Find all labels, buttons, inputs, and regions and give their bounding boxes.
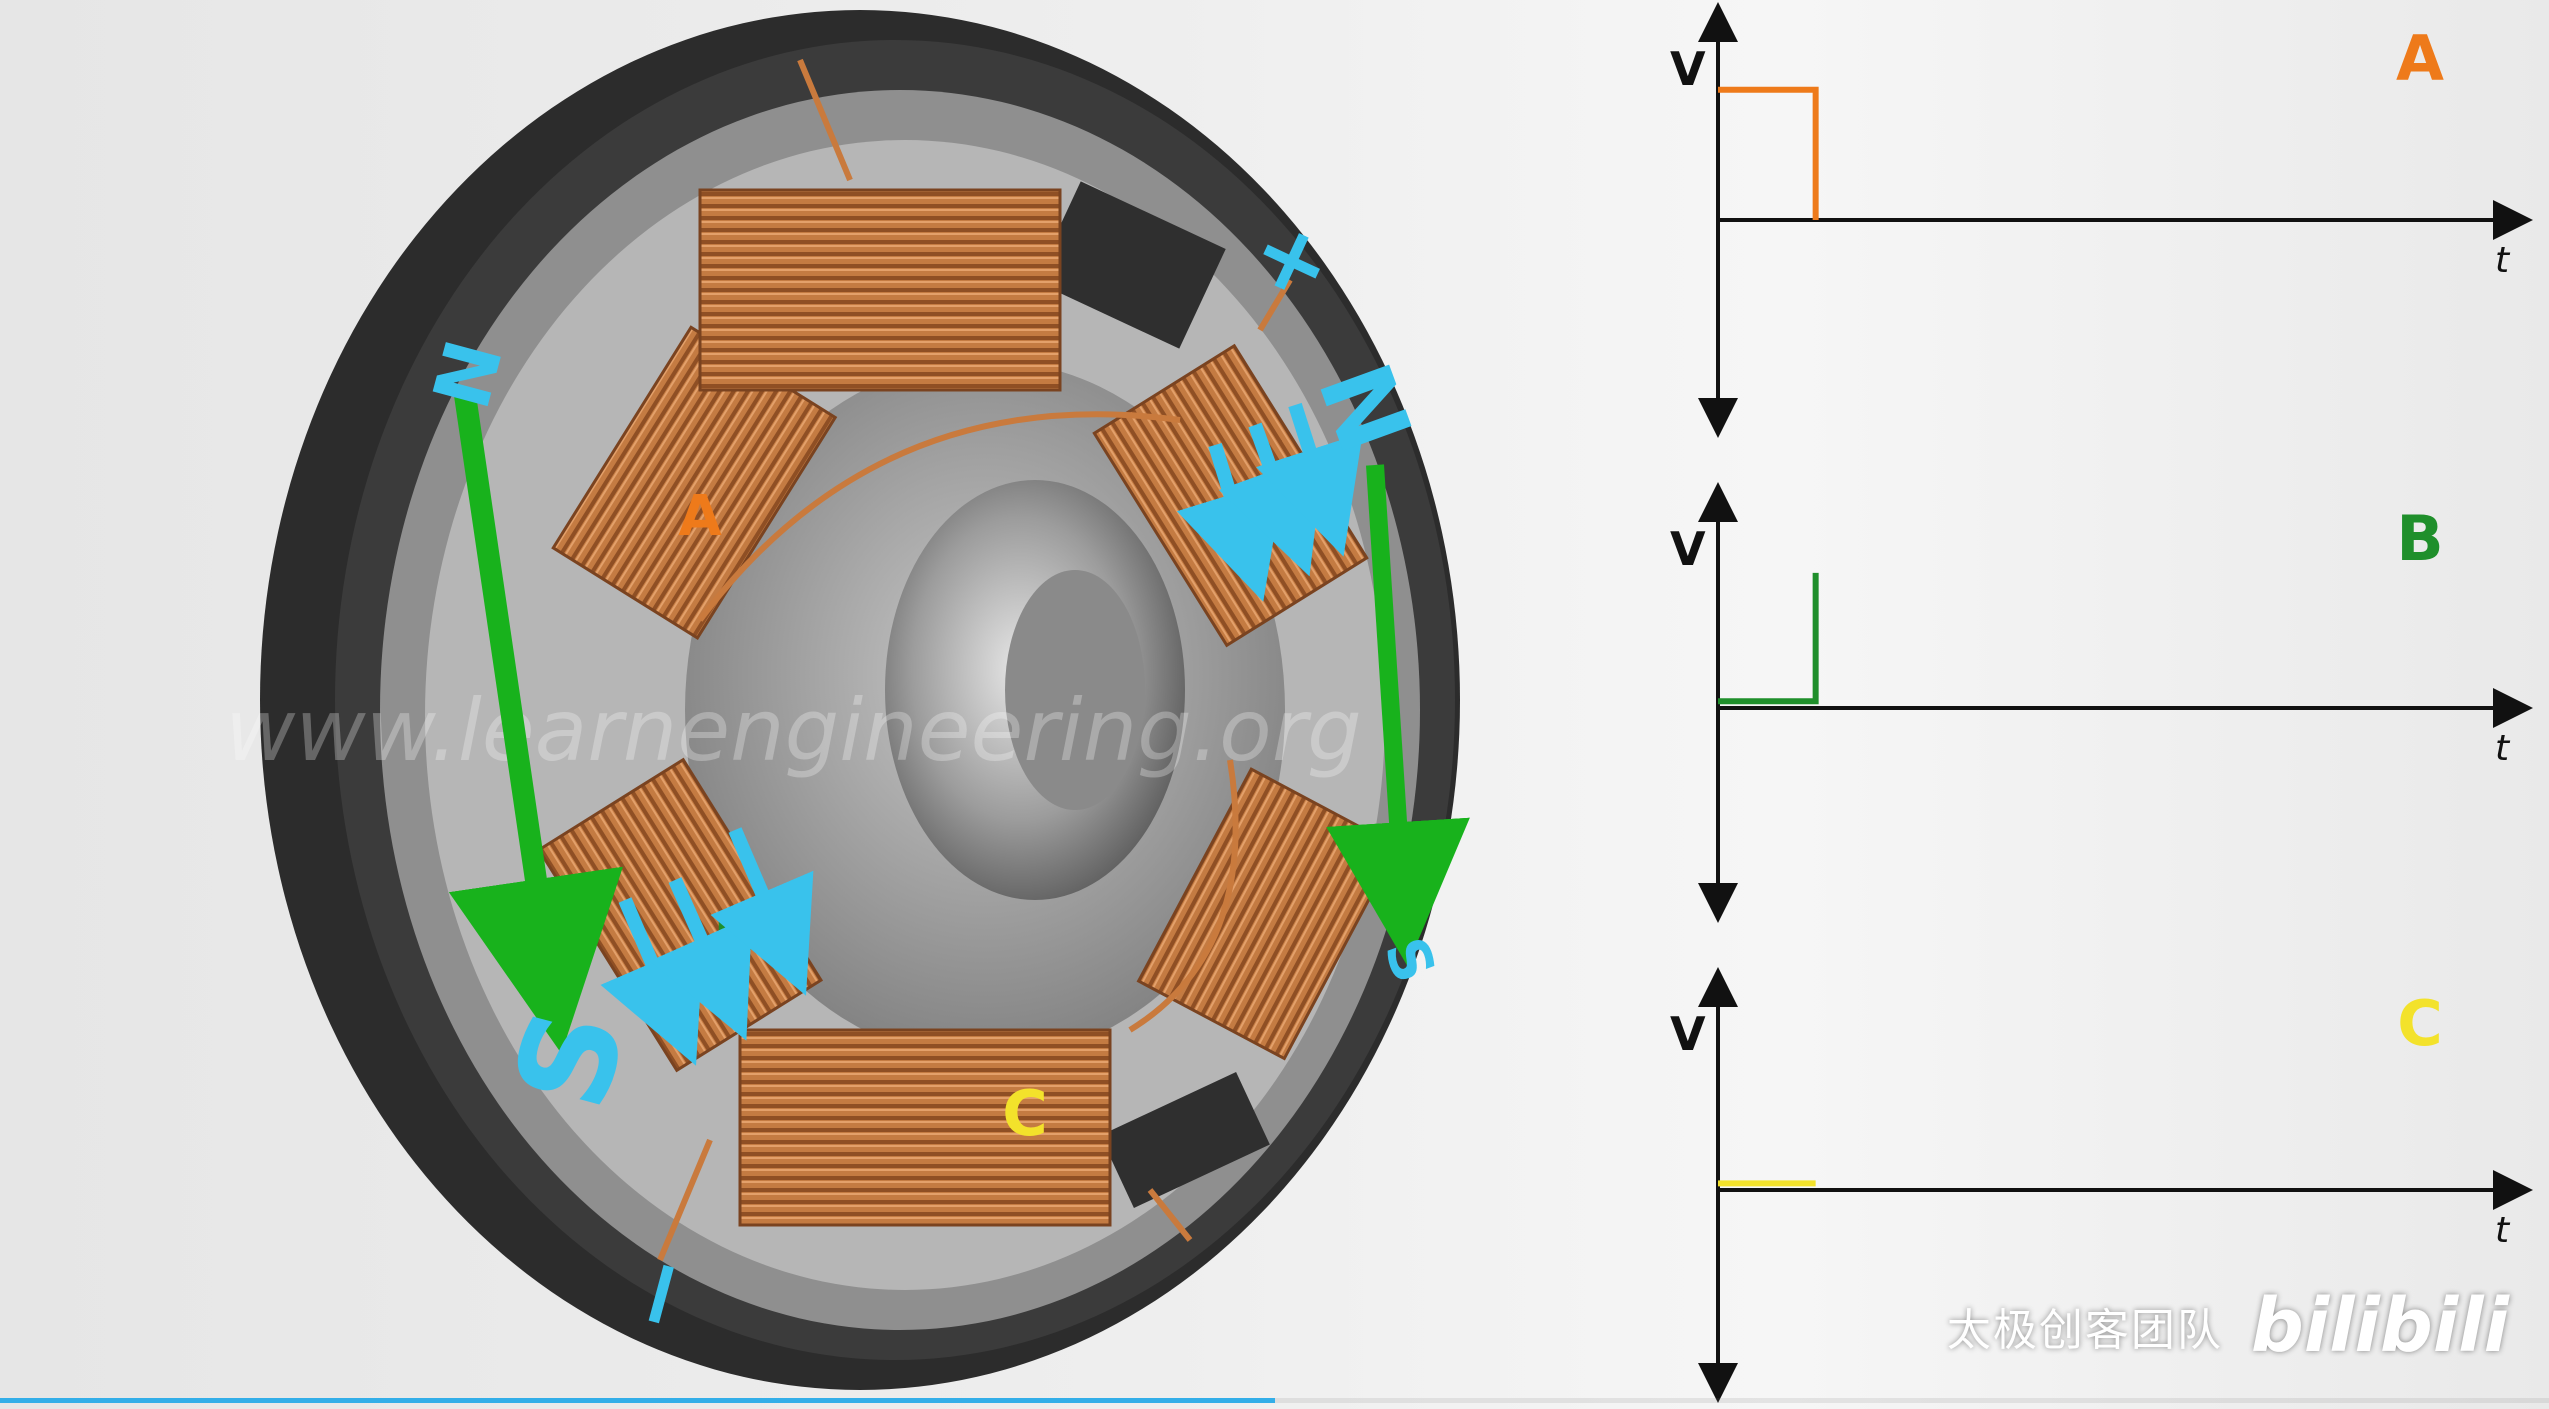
y-axis-label: V	[1670, 522, 1706, 576]
y-axis-label: V	[1670, 1007, 1706, 1061]
phase-label-b: B	[2396, 502, 2443, 575]
coil-label-b: B	[714, 904, 757, 969]
rotor-shaft-hole	[1005, 570, 1145, 810]
field-arrow-left	[448, 393, 623, 1054]
copper-wire	[1147, 1188, 1193, 1242]
x-axis-label: t	[2495, 240, 2511, 281]
stator-slot	[1100, 1072, 1270, 1208]
current-arrow	[710, 827, 814, 996]
bilibili-logo-icon: bilibili	[2250, 1283, 2509, 1369]
coil-c	[738, 1028, 1112, 1227]
coil-label-c: C	[1002, 1077, 1048, 1150]
waveform-a	[1718, 86, 1819, 220]
coil-label-a: A	[678, 484, 722, 549]
waveform-b	[1718, 572, 1819, 705]
coil-top	[698, 188, 1062, 392]
current-arrow	[1256, 402, 1363, 557]
field-arrow-right	[1326, 464, 1470, 966]
copper-wire	[657, 1138, 713, 1262]
copper-wire	[697, 411, 1181, 622]
phase-label-c: C	[2397, 987, 2443, 1060]
copper-wire	[797, 58, 853, 182]
copper-wire	[1257, 278, 1293, 332]
video-progress-fill	[0, 1398, 1275, 1403]
stator-slot	[1034, 181, 1226, 349]
motor-illustration: www.learnengineering.org A B C N S N S +…	[225, 10, 1470, 1390]
watermark-team: 太极创客团队	[1946, 1305, 2223, 1356]
copper-wire	[1128, 759, 1239, 1033]
video-watermark: 太极创客团队 bilibili	[1947, 1283, 2509, 1369]
y-axis-label: V	[1670, 42, 1706, 96]
x-axis-label: t	[2495, 728, 2511, 769]
phase-label-a: A	[2396, 22, 2444, 95]
x-axis-label: t	[2495, 1210, 2511, 1251]
motor-watermark: www.learnengineering.org	[225, 681, 1362, 781]
video-progress-bar[interactable]	[0, 1398, 2549, 1403]
